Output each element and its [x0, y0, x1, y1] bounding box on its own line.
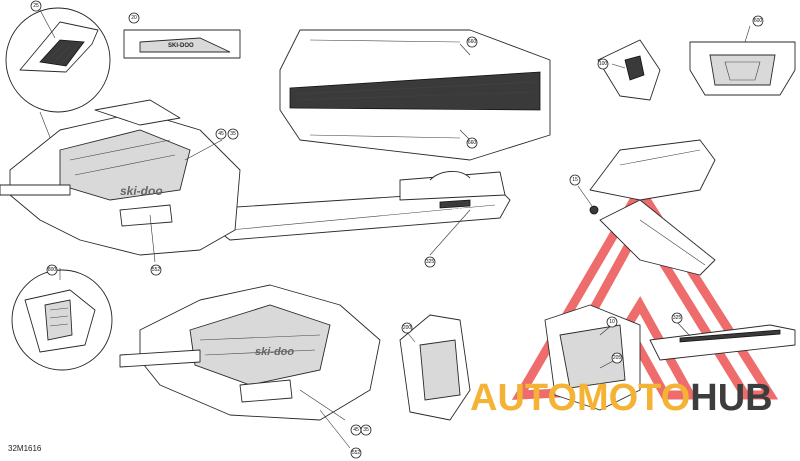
- svg-text:45: 45: [353, 427, 359, 433]
- decal-20: SKI-DOO: [123, 29, 241, 59]
- svg-text:35: 35: [230, 131, 236, 137]
- tunnel-assembly: [279, 29, 551, 161]
- rail-325: [649, 319, 796, 361]
- hood-15: [577, 139, 716, 276]
- svg-text:205: 205: [613, 355, 622, 361]
- svg-text:45: 45: [218, 131, 224, 137]
- callout-45-top: 45: [215, 128, 227, 140]
- callout-660-bottom: 660: [466, 137, 478, 149]
- svg-text:AUTOMOTOHUB: AUTOMOTOHUB: [470, 377, 773, 419]
- lower-sled-brand-decal: ski-doo: [255, 346, 294, 358]
- rail-decal-text: SUMMIT: [452, 208, 472, 214]
- svg-text:20: 20: [131, 15, 137, 21]
- svg-text:325: 325: [426, 259, 435, 265]
- svg-text:25: 25: [33, 3, 39, 9]
- callout-552-top: 552: [150, 264, 162, 276]
- main-sled: ski-doo SUMMIT: [0, 99, 511, 263]
- callout-325-right: 325: [671, 312, 683, 324]
- callout-10: 10: [606, 316, 618, 328]
- callout-200: 200: [401, 322, 413, 334]
- callout-45-bottom: 45: [350, 424, 362, 436]
- callout-35-top: 35: [227, 128, 239, 140]
- lower-sled: ski-doo: [119, 284, 381, 449]
- part-600: [689, 25, 796, 96]
- callout-660-top: 660: [466, 36, 478, 48]
- svg-text:15: 15: [572, 177, 578, 183]
- main-sled-brand-decal: ski-doo: [120, 184, 163, 198]
- decal-20-text: SKI-DOO: [168, 43, 194, 49]
- svg-text:100: 100: [599, 61, 608, 67]
- watermark-hub: HUB: [690, 377, 772, 419]
- watermark-auto: AUTO: [470, 377, 577, 419]
- svg-text:325: 325: [673, 315, 682, 321]
- svg-text:800: 800: [48, 267, 57, 273]
- svg-text:552: 552: [152, 267, 161, 273]
- svg-text:10: 10: [609, 319, 615, 325]
- svg-text:660: 660: [468, 140, 477, 146]
- panel-10-205: [544, 304, 641, 411]
- callout-325-top: 325: [424, 256, 436, 268]
- panel-200: [399, 314, 471, 421]
- callout-35-bottom: 35: [360, 424, 372, 436]
- svg-text:660: 660: [468, 39, 477, 45]
- reference-code: 32M1616: [8, 444, 42, 453]
- part-100: [597, 39, 661, 101]
- svg-text:600: 600: [754, 18, 763, 24]
- callout-15: 15: [569, 174, 581, 186]
- detail-view-800: [11, 268, 113, 371]
- callout-25: 25: [30, 0, 42, 12]
- svg-text:35: 35: [363, 427, 369, 433]
- callout-800: 800: [46, 264, 58, 276]
- svg-text:552: 552: [352, 450, 361, 456]
- watermark-text: AUTOMOTOHUB: [470, 377, 773, 419]
- callout-100: 100: [597, 58, 609, 70]
- callout-552-bottom: 552: [350, 447, 362, 459]
- watermark-moto: MOTO: [577, 377, 690, 419]
- callout-205: 205: [611, 352, 623, 364]
- svg-text:200: 200: [403, 325, 412, 331]
- detail-view-25: [5, 7, 111, 151]
- callout-20: 20: [128, 12, 140, 24]
- callout-600: 600: [752, 15, 764, 27]
